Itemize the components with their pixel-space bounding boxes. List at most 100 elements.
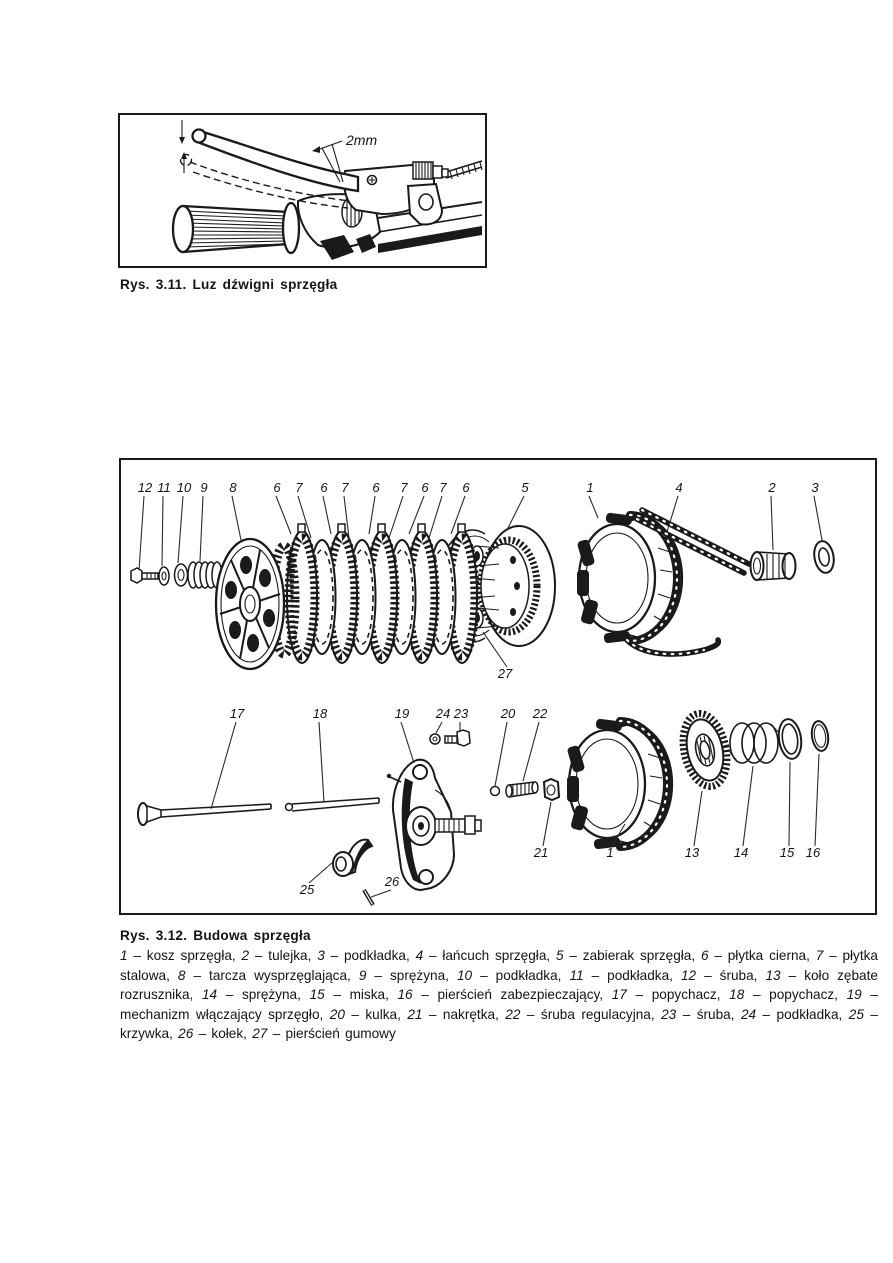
callout-leader-14 (742, 765, 754, 847)
part-label: kosz sprzęgła (146, 948, 232, 963)
callout-leader-8 (231, 495, 242, 541)
callout-number-21: 21 (533, 845, 548, 860)
callout-leader-6 (408, 495, 425, 535)
part-entry: 13 – koło zębate rozrusznika, (120, 967, 878, 1003)
part-number: 19 (846, 987, 862, 1003)
lever-perch (343, 161, 449, 226)
part-label: śruba regulacyjna (540, 1006, 651, 1022)
part-label: podkładka (343, 948, 406, 963)
callout-leader-9 (199, 495, 204, 562)
part-number: 20 (329, 1006, 345, 1022)
part-number: 11 (569, 967, 584, 983)
callout-number-6: 6 (320, 480, 328, 495)
figure2-parts-list: 1 – kosz sprzęgła, 2 – tulejka, 3 – podk… (120, 946, 878, 1044)
callout-number-26: 26 (384, 874, 400, 889)
callout-number-11: 11 (157, 480, 171, 495)
callout-number-4: 4 (675, 480, 682, 495)
part-number: 25 (848, 1006, 864, 1022)
callout-number-27: 27 (497, 666, 513, 681)
callout-leader-6 (275, 495, 292, 535)
callout-number-7: 7 (400, 480, 408, 495)
part-number: 26 (178, 1026, 194, 1042)
callout-leader-7 (297, 495, 312, 539)
part-entry: 26 – kołek, (178, 1026, 253, 1042)
part-label: śruba (719, 967, 754, 983)
part-number: 23 (661, 1006, 677, 1022)
callout-number-5: 5 (521, 480, 529, 495)
callout-number-10: 10 (177, 480, 192, 495)
part-entry: 12 – śruba, (680, 967, 766, 983)
part-label: nakrętka (442, 1006, 496, 1022)
callout-leader-2 (770, 495, 774, 551)
gap-dimension-label: 2mm (345, 132, 377, 148)
spring-14 (729, 722, 779, 764)
part-number: 17 (611, 987, 627, 1003)
callout-leader-20 (494, 721, 508, 787)
spline-drum (268, 541, 300, 659)
pressure-plate-8 (214, 537, 286, 671)
callout-number-25: 25 (299, 882, 315, 897)
part-number: 7 (815, 948, 824, 963)
callout-number-8: 8 (229, 480, 237, 495)
part-entry: 2 – tulejka, (241, 948, 318, 963)
starter-gear-13 (679, 710, 731, 790)
part-label: podkładka (776, 1006, 839, 1022)
part-label: pierścień zabezpieczający (437, 987, 600, 1003)
part-number: 6 (700, 948, 709, 963)
callout-number-6: 6 (421, 480, 429, 495)
callout-leader-12 (138, 495, 145, 571)
callout-leader-24 (435, 721, 443, 734)
part-label: miska (349, 987, 386, 1003)
part-entry: 3 – podkładka, (317, 948, 416, 963)
clutch-chain-4 (624, 507, 752, 657)
clutch-lever-drawing: 2mm (171, 120, 483, 260)
callout-leader-25 (308, 861, 334, 884)
part-label: kołek (211, 1026, 244, 1042)
part-number: 2 (241, 948, 250, 963)
part-entry: 16 – pierścień zabezpieczający, (397, 987, 612, 1003)
pushrod-17 (137, 802, 272, 826)
part-entry: 24 – podkładka, (740, 1006, 849, 1022)
part-number: 27 (252, 1026, 268, 1042)
part-number: 12 (680, 967, 697, 983)
callout-number-7: 7 (341, 480, 349, 495)
callout-leader-27 (482, 631, 508, 668)
part-entry: 19 – mechanizm włączający sprzęgło, (120, 987, 878, 1022)
washer-10 (173, 563, 189, 587)
part-number: 22 (505, 1006, 521, 1022)
part-label: popychacz (651, 987, 717, 1003)
callout-leader-17 (210, 721, 237, 810)
part-number: 13 (765, 967, 781, 983)
plate-stack (284, 523, 480, 664)
part-label: płytka cierna (727, 948, 807, 963)
part-entry: 20 – kulka, (329, 1006, 408, 1022)
part-number: 21 (407, 1006, 423, 1022)
part-label: podkładka (495, 967, 558, 983)
part-number: 9 (358, 967, 367, 983)
part-entry: 6 – płytka cierna, (700, 948, 816, 963)
callout-number-1: 1 (606, 845, 613, 860)
part-number: 14 (201, 987, 218, 1003)
part-label: tulejka (268, 948, 308, 963)
callout-leader-3 (813, 495, 823, 541)
part-number: 1 (120, 948, 128, 963)
part-label: sprężyna (241, 987, 298, 1003)
callout-number-24: 24 (435, 706, 450, 721)
part-label: podkładka (607, 967, 670, 983)
callout-leader-21 (542, 801, 552, 847)
part-number: 3 (317, 948, 325, 963)
gap-annotation: 2mm (312, 132, 377, 183)
callout-number-13: 13 (685, 845, 700, 860)
part-label: tarcza wysprzęglająca (209, 967, 348, 983)
figure-3-12-caption: Rys. 3.12. Budowa sprzęgła (120, 928, 311, 943)
callout-leader-18 (318, 721, 325, 803)
callout-number-22: 22 (532, 706, 548, 721)
clutch-basket-1-bottom (565, 717, 674, 851)
callout-number-6: 6 (372, 480, 380, 495)
clutch-cable (445, 160, 483, 180)
retaining-ring-16 (810, 720, 830, 752)
bushing-2 (749, 551, 797, 581)
callout-number-14: 14 (734, 845, 748, 860)
